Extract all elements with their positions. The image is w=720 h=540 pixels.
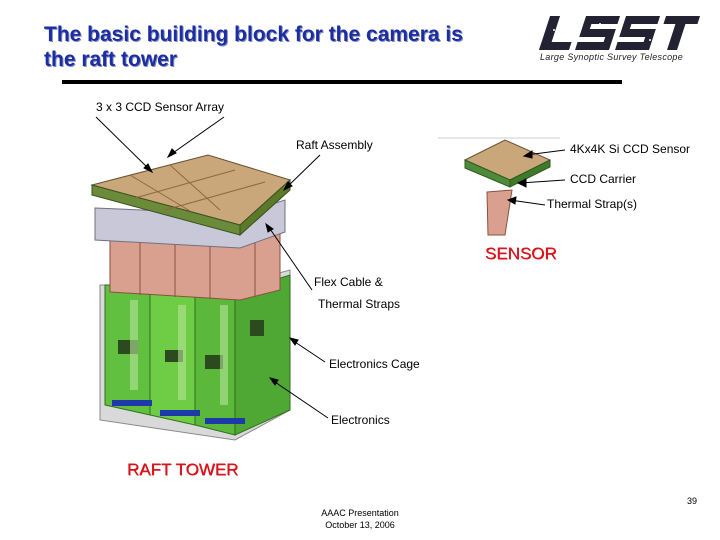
label-ccd-carrier: CCD Carrier: [570, 172, 636, 186]
label-electronics: Electronics: [331, 413, 390, 427]
footer-line-1: AAAC Presentation: [321, 508, 399, 518]
sensor-unit: [438, 137, 560, 236]
logo-subtitle: Large Synoptic Survey Telescope: [540, 52, 684, 62]
label-ccd-sensor: 4Kx4K Si CCD Sensor: [570, 142, 691, 156]
label-ccd-array: 3 x 3 CCD Sensor Array: [96, 100, 225, 114]
label-thermal-straps: Thermal Straps: [318, 297, 401, 311]
label-raft-tower: RAFT TOWER: [127, 460, 239, 479]
label-electronics-cage: Electronics Cage: [329, 357, 420, 371]
electronics-cage: [99, 269, 291, 441]
page-number: 39: [687, 496, 698, 506]
title-rule: [62, 80, 622, 84]
page-title: The basic building block for the camera …: [44, 23, 463, 71]
label-raft-assembly: Raft Assembly: [296, 138, 373, 152]
label-thermal-strap: Thermal Strap(s): [547, 197, 638, 211]
footer: AAAC Presentation October 13, 2006: [310, 507, 410, 531]
label-flex-cable: Flex Cable &: [314, 275, 383, 289]
lsst-logo: [539, 16, 701, 50]
ccd-array-top: [90, 154, 291, 237]
label-sensor: SENSOR: [485, 244, 557, 263]
footer-line-2: October 13, 2006: [325, 520, 395, 530]
